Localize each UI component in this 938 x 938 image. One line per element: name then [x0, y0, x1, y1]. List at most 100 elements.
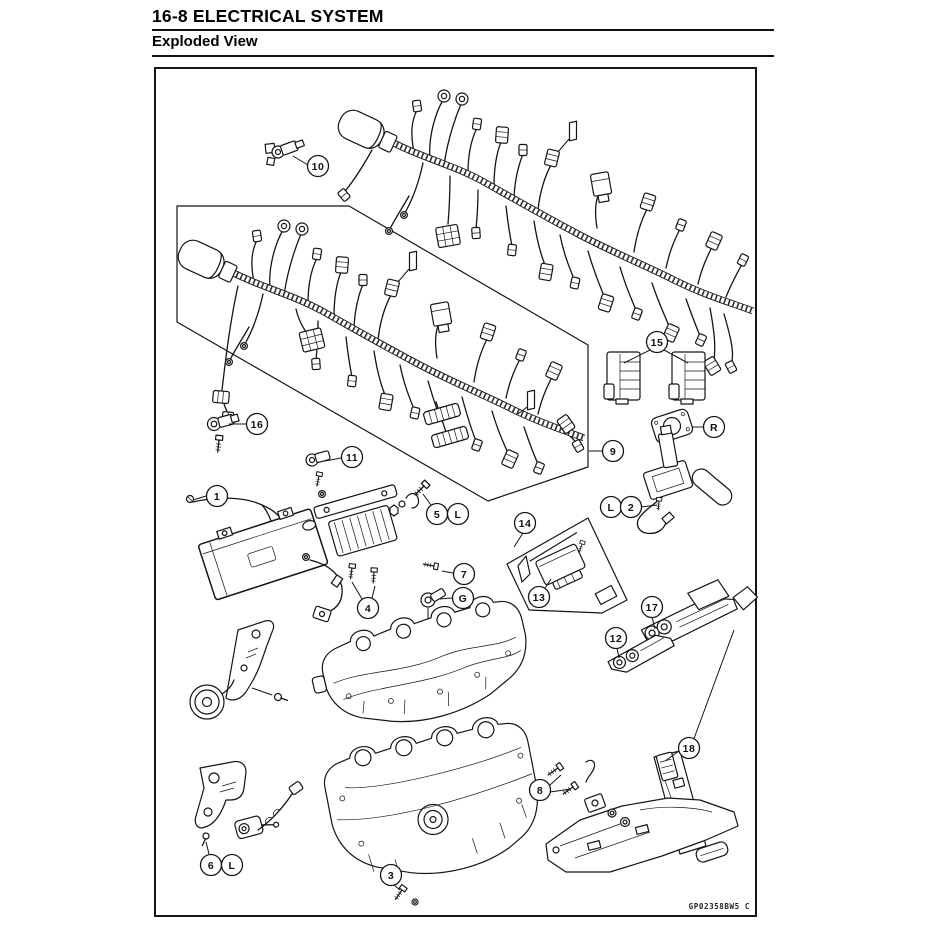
connector-plug: [409, 406, 421, 420]
connector-plug: [211, 389, 231, 405]
callout-6: 6: [199, 853, 223, 877]
connector-plug: [538, 262, 554, 282]
bolt: [313, 471, 324, 488]
connector-plug: [544, 360, 564, 382]
diagram-frame: [154, 67, 757, 917]
screw: [655, 496, 663, 511]
callouts: 10 15 16 R 9 11 1 5 L L 2 14 7 G 13 4 17…: [199, 154, 726, 887]
connector-plug: [378, 392, 394, 412]
callout-18: 18: [677, 736, 701, 760]
part-2-fuel-pump: [636, 424, 733, 535]
connector-plug: [336, 187, 352, 203]
callout-8: 8: [528, 778, 552, 802]
connector-plug: [532, 460, 546, 476]
svg-text:G: G: [459, 593, 468, 605]
svg-text:16: 16: [251, 419, 264, 431]
svg-text:6: 6: [208, 860, 214, 872]
connector-plug: [736, 252, 750, 268]
ring-terminal: [318, 490, 326, 498]
connector-plug: [571, 438, 585, 454]
svg-text:13: 13: [533, 592, 546, 604]
rubber-cap-connector: [437, 89, 451, 103]
connector-plug: [630, 306, 644, 322]
callout-R: R: [702, 415, 726, 439]
harness-main-connector-boot: [333, 105, 401, 159]
part-10-switch-sensor: [264, 139, 305, 167]
part-4-regulator-rectifier: [302, 484, 398, 584]
junction-connector: [298, 327, 326, 353]
part-16-sensor: [206, 413, 240, 453]
ecu-detail-border: [506, 517, 628, 614]
part-14-ecu-kit: [506, 517, 628, 614]
connector-plug: [543, 148, 561, 168]
callout-10: 10: [306, 154, 330, 178]
figure-code: GP02358BW5 C: [689, 902, 750, 911]
rubber-cap-connector: [455, 92, 469, 106]
connector-plug: [411, 99, 423, 113]
callout-4: 4: [356, 596, 380, 620]
svg-text:9: 9: [610, 446, 616, 458]
horn-assembly: [189, 620, 289, 720]
ring-terminal: [385, 227, 393, 235]
callout-15: 15: [645, 330, 669, 354]
connector-plug: [470, 437, 484, 453]
svg-text:3: 3: [388, 870, 394, 882]
connector-plug: [639, 191, 657, 213]
connector-plug: [251, 229, 263, 243]
connector-plug: [506, 243, 518, 257]
connector-plug: [518, 143, 528, 157]
callout-17: 17: [640, 595, 664, 619]
connector-plug: [479, 321, 497, 343]
connector-plug: [500, 448, 520, 470]
harness-tag: [526, 389, 536, 411]
license-light: [695, 841, 729, 863]
bolt: [411, 479, 431, 499]
page-title: 16-8 ELECTRICAL SYSTEM: [152, 6, 384, 26]
callout-12: 12: [604, 626, 628, 650]
svg-text:7: 7: [461, 569, 467, 581]
callout-16: 16: [245, 412, 269, 436]
svg-text:1: 1: [214, 491, 220, 503]
connector-plug: [311, 247, 323, 261]
callout-14: 14: [513, 511, 537, 535]
part-11-sensor: [305, 450, 331, 498]
svg-text:14: 14: [519, 518, 532, 530]
svg-text:L: L: [608, 502, 615, 514]
svg-text:8: 8: [537, 785, 543, 797]
svg-text:12: 12: [610, 633, 623, 645]
connector-plug: [383, 278, 401, 298]
engine-lower-crankcase: [323, 717, 538, 875]
connector-plug: [569, 276, 581, 290]
callout-3: 3: [379, 863, 403, 887]
svg-text:R: R: [710, 422, 718, 434]
bolt: [346, 562, 357, 580]
svg-text:10: 10: [312, 161, 325, 173]
harness-main-connector-boot: [173, 235, 241, 289]
junction-connector: [434, 223, 462, 249]
engine-upper-crankcase: [311, 595, 527, 723]
part-13-ecu: [529, 532, 586, 590]
connector-plug: [346, 374, 358, 388]
part-18-connector: [655, 751, 686, 789]
svg-text:5: 5: [434, 509, 440, 521]
svg-text:17: 17: [646, 602, 659, 614]
callout-G: G: [451, 586, 475, 610]
connector-plug: [471, 117, 483, 131]
callout-6-L: L: [220, 853, 244, 877]
harness-tag: [568, 120, 578, 142]
connector-plug: [514, 347, 528, 363]
section-subtitle: Exploded View: [152, 33, 258, 50]
multi-pin-connector: [430, 425, 470, 449]
callout-2-L: L: [599, 495, 623, 519]
relay-on-harness: [589, 171, 614, 204]
rubber-cap-connector: [295, 222, 309, 236]
callout-9: 9: [601, 439, 625, 463]
callout-13: 13: [527, 585, 551, 609]
svg-text:15: 15: [651, 337, 664, 349]
harness-detail-border: [176, 205, 589, 502]
callout-7: 7: [452, 562, 476, 586]
svg-text:18: 18: [683, 743, 696, 755]
rear-fender-assembly: [545, 750, 739, 873]
